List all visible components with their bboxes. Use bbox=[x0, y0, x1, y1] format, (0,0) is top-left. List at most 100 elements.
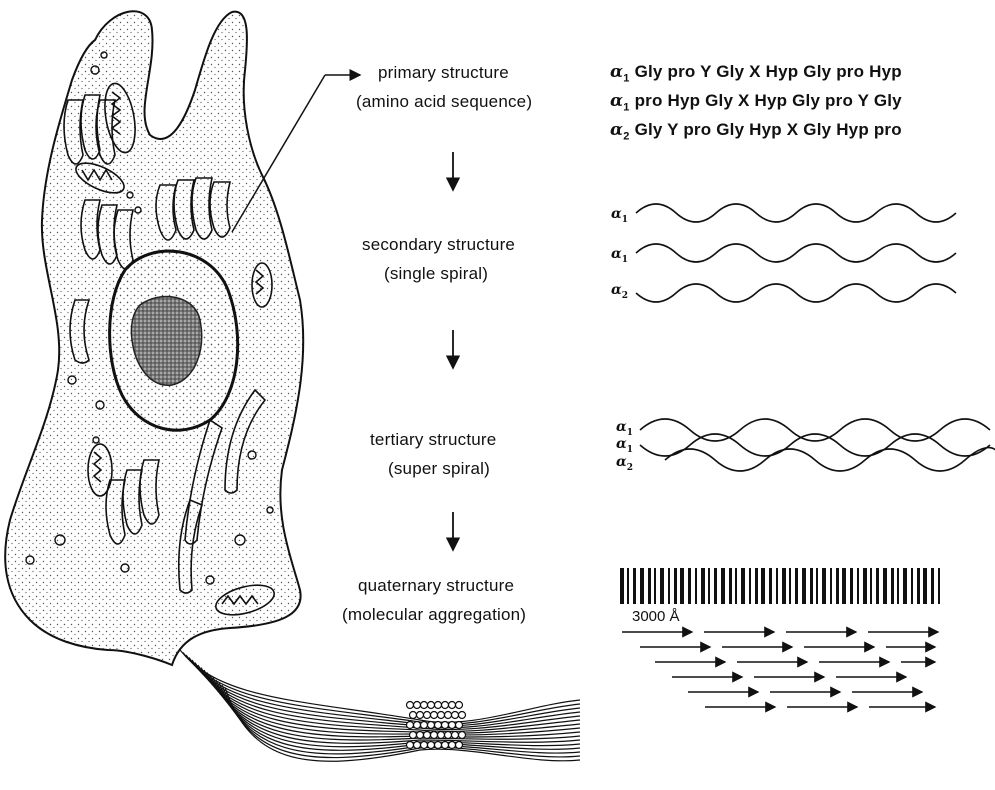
fibril-cross-section bbox=[431, 732, 438, 739]
fibril-band bbox=[633, 568, 636, 604]
sequence-row: α1 Gly pro Y Gly X Hyp Gly pro Hyp bbox=[610, 62, 902, 88]
fibril-band bbox=[680, 568, 684, 604]
fibril-band bbox=[850, 568, 853, 604]
fibril-band bbox=[769, 568, 772, 604]
fiber-strand bbox=[183, 653, 580, 725]
fibril-cross-section bbox=[421, 702, 428, 709]
fibril-band bbox=[714, 568, 717, 604]
fibril-band bbox=[627, 568, 629, 604]
fibril-cross-section bbox=[445, 732, 452, 739]
fibril-band bbox=[883, 568, 887, 604]
fibril-cross-section bbox=[424, 732, 431, 739]
fibril-cross-section bbox=[442, 742, 449, 749]
secondary-structure-subtitle: (single spiral) bbox=[384, 264, 488, 284]
fibril-cross-section bbox=[435, 742, 442, 749]
fibril-cross-section bbox=[438, 712, 445, 719]
fibril-cross-section bbox=[407, 722, 414, 729]
sequence-row: α1 pro Hyp Gly X Hyp Gly pro Y Gly bbox=[610, 91, 902, 117]
secondary-structure-title: secondary structure bbox=[362, 235, 515, 255]
quaternary-structure-title: quaternary structure bbox=[358, 576, 514, 596]
fibril-band bbox=[654, 568, 656, 604]
fibril-cross-section bbox=[414, 722, 421, 729]
tertiary-super-spiral bbox=[640, 419, 995, 471]
fibril-band bbox=[708, 568, 710, 604]
fibril-cross-section bbox=[442, 722, 449, 729]
fibril-cross-section bbox=[428, 702, 435, 709]
fibril-band bbox=[836, 568, 839, 604]
fibril-cross-section bbox=[424, 712, 431, 719]
fibril-cross-section bbox=[449, 722, 456, 729]
secondary-spirals bbox=[636, 204, 956, 302]
fibril-cross-section bbox=[442, 702, 449, 709]
fiber-strand bbox=[219, 683, 580, 754]
fibril-band bbox=[776, 568, 778, 604]
chain-label: α1 bbox=[611, 207, 628, 227]
fibril-cross-section bbox=[407, 742, 414, 749]
fibril-cross-section bbox=[435, 702, 442, 709]
fibril-cross-section bbox=[421, 742, 428, 749]
fibril-band bbox=[721, 568, 725, 604]
fibril-cross-section bbox=[417, 712, 424, 719]
fibril-band bbox=[816, 568, 818, 604]
chain-label: α2 bbox=[611, 283, 628, 303]
fibril-cross-section bbox=[410, 712, 417, 719]
fibril-band bbox=[857, 568, 859, 604]
fibril-cross-section bbox=[428, 742, 435, 749]
fibril-cross-section bbox=[456, 722, 463, 729]
fibril-cross-section bbox=[452, 712, 459, 719]
fiber-strand bbox=[201, 668, 580, 736]
tertiary-structure-subtitle: (super spiral) bbox=[388, 459, 490, 479]
chain-label: α1 bbox=[611, 247, 628, 267]
sequence-row: α2 Gly Y pro Gly Hyp X Gly Hyp pro bbox=[610, 120, 902, 146]
fibril-band bbox=[648, 568, 651, 604]
fibril-band bbox=[917, 568, 920, 604]
fibril-band bbox=[761, 568, 765, 604]
fibril-cross-section bbox=[459, 732, 466, 739]
chain-label: α2 bbox=[616, 455, 633, 475]
fibril-band bbox=[842, 568, 846, 604]
fibril-band bbox=[735, 568, 737, 604]
primary-structure-subtitle: (amino acid sequence) bbox=[356, 92, 532, 112]
fibril-band bbox=[891, 568, 894, 604]
fibril-band bbox=[620, 568, 624, 604]
fibril-band bbox=[863, 568, 867, 604]
fibril-cross-section bbox=[407, 702, 414, 709]
fibril-band bbox=[822, 568, 826, 604]
fibril-band bbox=[870, 568, 872, 604]
fibril-band bbox=[688, 568, 691, 604]
fibril-band bbox=[695, 568, 697, 604]
fibril-cross-section bbox=[459, 712, 466, 719]
fibril-band bbox=[810, 568, 813, 604]
fibril-band bbox=[749, 568, 751, 604]
fibril-band bbox=[795, 568, 798, 604]
fibril-band bbox=[897, 568, 899, 604]
primary-structure-title: primary structure bbox=[378, 63, 509, 83]
fibril-band bbox=[660, 568, 664, 604]
scale-label: 3000 Å bbox=[632, 609, 680, 625]
fibril-band bbox=[782, 568, 786, 604]
staggered-molecules bbox=[622, 632, 938, 707]
fibril-band bbox=[729, 568, 732, 604]
fibril-cross-section bbox=[449, 702, 456, 709]
tertiary-structure-title: tertiary structure bbox=[370, 430, 496, 450]
fibril-cross-section bbox=[456, 742, 463, 749]
fibril-cross-section bbox=[452, 732, 459, 739]
fibril-cross-section bbox=[414, 702, 421, 709]
banded-fibril bbox=[620, 568, 940, 604]
fibril-band bbox=[755, 568, 758, 604]
fibril-cross-section bbox=[438, 732, 445, 739]
fibril-cross-section bbox=[449, 742, 456, 749]
collagen-fiber-bundle bbox=[180, 650, 580, 761]
fibril-band bbox=[802, 568, 806, 604]
fibril-cross-section bbox=[414, 742, 421, 749]
fibril-band bbox=[931, 568, 934, 604]
fibril-band bbox=[911, 568, 913, 604]
fibril-band bbox=[830, 568, 832, 604]
fibril-band bbox=[789, 568, 791, 604]
fibril-cross-section bbox=[456, 702, 463, 709]
fibril-cross-section bbox=[421, 722, 428, 729]
quaternary-structure-subtitle: (molecular aggregation) bbox=[342, 605, 526, 625]
fibril-cross-section bbox=[435, 722, 442, 729]
fibril-cross-section bbox=[428, 722, 435, 729]
